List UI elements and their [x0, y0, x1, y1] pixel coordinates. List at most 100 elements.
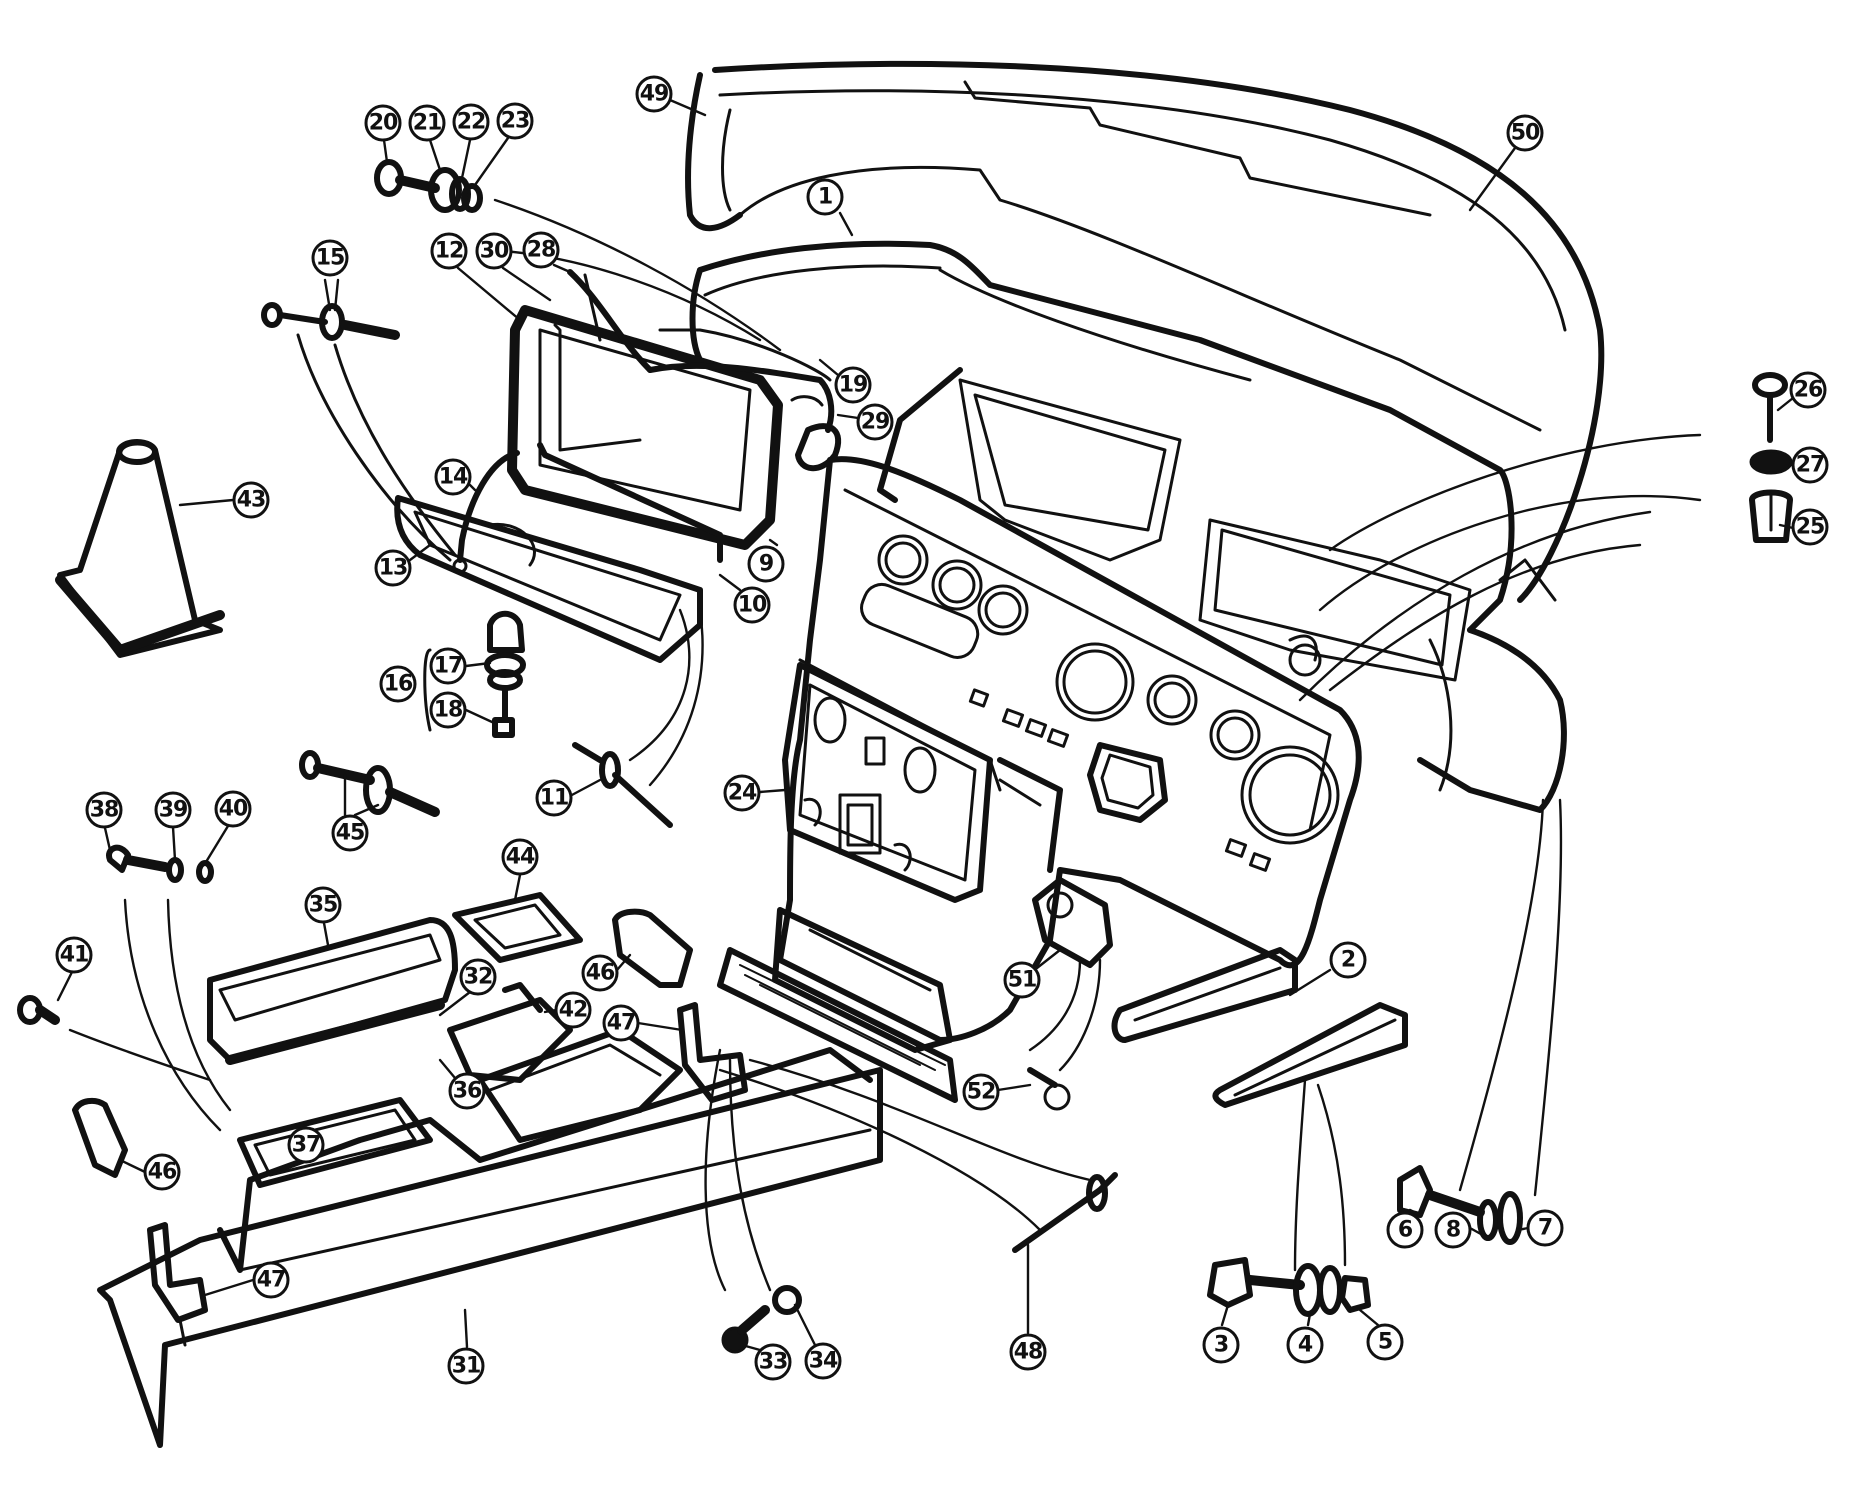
callout-20[interactable]: 20: [364, 104, 402, 164]
callout-49[interactable]: 49: [635, 75, 707, 117]
callout-23[interactable]: 23: [473, 102, 534, 187]
svg-text:37: 37: [292, 1133, 321, 1158]
callout-48[interactable]: 48: [1009, 1243, 1047, 1371]
callout-5[interactable]: 5: [1358, 1308, 1404, 1361]
svg-text:4: 4: [1298, 1333, 1313, 1358]
support-brackets-drawing: [1111, 947, 1408, 1108]
svg-text:46: 46: [148, 1160, 177, 1185]
callout-21[interactable]: 21: [408, 104, 446, 172]
callout-50[interactable]: 50: [1468, 114, 1544, 212]
callout-47-left[interactable]: 47: [203, 1261, 290, 1299]
svg-text:44: 44: [506, 845, 535, 870]
callout-31[interactable]: 31: [447, 1308, 485, 1385]
svg-text:30: 30: [480, 239, 509, 264]
callout-26[interactable]: 26: [1776, 371, 1827, 412]
callout-8[interactable]: 8: [1434, 1211, 1490, 1249]
svg-text:43: 43: [237, 488, 266, 513]
callout-17[interactable]: 17: [429, 647, 492, 685]
callout-38[interactable]: 38: [85, 791, 123, 852]
switch-subpanel-drawing: [772, 662, 1063, 1053]
callout-7[interactable]: 7: [1516, 1209, 1564, 1247]
svg-text:17: 17: [434, 654, 463, 679]
svg-text:26: 26: [1794, 378, 1823, 403]
svg-text:49: 49: [640, 82, 669, 107]
svg-text:40: 40: [219, 797, 248, 822]
fasteners-top-right-drawing: [1749, 372, 1793, 543]
svg-text:29: 29: [861, 410, 890, 435]
svg-text:11: 11: [540, 786, 569, 811]
svg-text:25: 25: [1796, 515, 1825, 540]
callout-22[interactable]: 22: [452, 103, 490, 180]
svg-text:16: 16: [384, 672, 413, 697]
fasteners-right-drawing: [1207, 1165, 1523, 1317]
callout-9[interactable]: 9: [747, 538, 785, 583]
callout-3[interactable]: 3: [1202, 1303, 1240, 1364]
check-strap-drawing: [261, 302, 520, 574]
callout-25[interactable]: 25: [1778, 508, 1829, 546]
svg-text:51: 51: [1008, 968, 1037, 993]
callout-40[interactable]: 40: [204, 790, 252, 864]
lock-assembly-drawing: [423, 610, 526, 738]
callout-42[interactable]: 42: [543, 991, 592, 1029]
callout-43[interactable]: 43: [178, 481, 270, 519]
callout-10[interactable]: 10: [718, 573, 771, 624]
callout-34[interactable]: 34: [793, 1303, 842, 1380]
callout-52[interactable]: 52: [962, 1073, 1032, 1111]
callout-41[interactable]: 41: [55, 936, 93, 1002]
callout-29[interactable]: 29: [836, 403, 894, 441]
callout-13[interactable]: 13: [374, 543, 432, 587]
callout-16[interactable]: 16: [379, 665, 417, 703]
callout-45[interactable]: 45: [331, 773, 380, 852]
svg-text:15: 15: [316, 246, 345, 271]
svg-text:39: 39: [159, 798, 188, 823]
callout-37[interactable]: 37: [287, 1126, 325, 1164]
svg-text:10: 10: [738, 593, 767, 618]
callout-11[interactable]: 11: [535, 778, 602, 817]
svg-text:7: 7: [1538, 1216, 1552, 1241]
svg-text:36: 36: [453, 1079, 482, 1104]
svg-text:41: 41: [60, 943, 89, 968]
svg-text:18: 18: [434, 698, 463, 723]
callout-36[interactable]: 36: [438, 1058, 486, 1110]
callout-28[interactable]: 28: [522, 231, 572, 274]
callout-24[interactable]: 24: [723, 774, 787, 812]
callout-46-side[interactable]: 46: [118, 1153, 181, 1191]
callout-15[interactable]: 15: [311, 239, 349, 312]
svg-text:20: 20: [369, 111, 398, 136]
svg-text:46: 46: [586, 961, 615, 986]
callout-46-console[interactable]: 46: [581, 953, 632, 992]
callout-6[interactable]: 6: [1386, 1208, 1424, 1249]
callout-1[interactable]: 1: [806, 178, 854, 237]
svg-text:6: 6: [1398, 1218, 1413, 1243]
svg-text:32: 32: [464, 965, 493, 990]
svg-text:12: 12: [435, 239, 464, 264]
callout-32[interactable]: 32: [438, 958, 497, 1017]
fasteners-lower-drawing: [17, 844, 1118, 1354]
callout-35[interactable]: 35: [304, 886, 342, 947]
svg-text:1: 1: [818, 185, 832, 210]
glovebox-drawing: [394, 269, 842, 663]
svg-text:24: 24: [728, 781, 757, 806]
svg-text:31: 31: [452, 1354, 481, 1379]
callout-4[interactable]: 4: [1286, 1312, 1324, 1364]
callout-30[interactable]: 30: [475, 232, 552, 302]
callout-51[interactable]: 51: [1003, 948, 1062, 999]
centre-console-drawing: [72, 892, 883, 1448]
callout-33[interactable]: 33: [740, 1343, 792, 1381]
gear-boot-drawing: [55, 439, 225, 658]
callout-47-right[interactable]: 47: [602, 1004, 684, 1042]
callout-14[interactable]: 14: [434, 458, 477, 496]
callout-27[interactable]: 27: [1788, 446, 1829, 484]
callout-39[interactable]: 39: [154, 791, 192, 862]
callout-2[interactable]: 2: [1288, 941, 1367, 997]
svg-text:22: 22: [457, 110, 486, 135]
callout-19[interactable]: 19: [818, 358, 872, 404]
svg-text:35: 35: [309, 893, 338, 918]
callout-18[interactable]: 18: [429, 691, 494, 729]
callout-12[interactable]: 12: [430, 232, 522, 322]
rivet-11-drawing: [572, 608, 704, 828]
callout-44[interactable]: 44: [501, 838, 539, 902]
leader-lines: [1293, 433, 1702, 1272]
svg-text:9: 9: [759, 552, 773, 577]
